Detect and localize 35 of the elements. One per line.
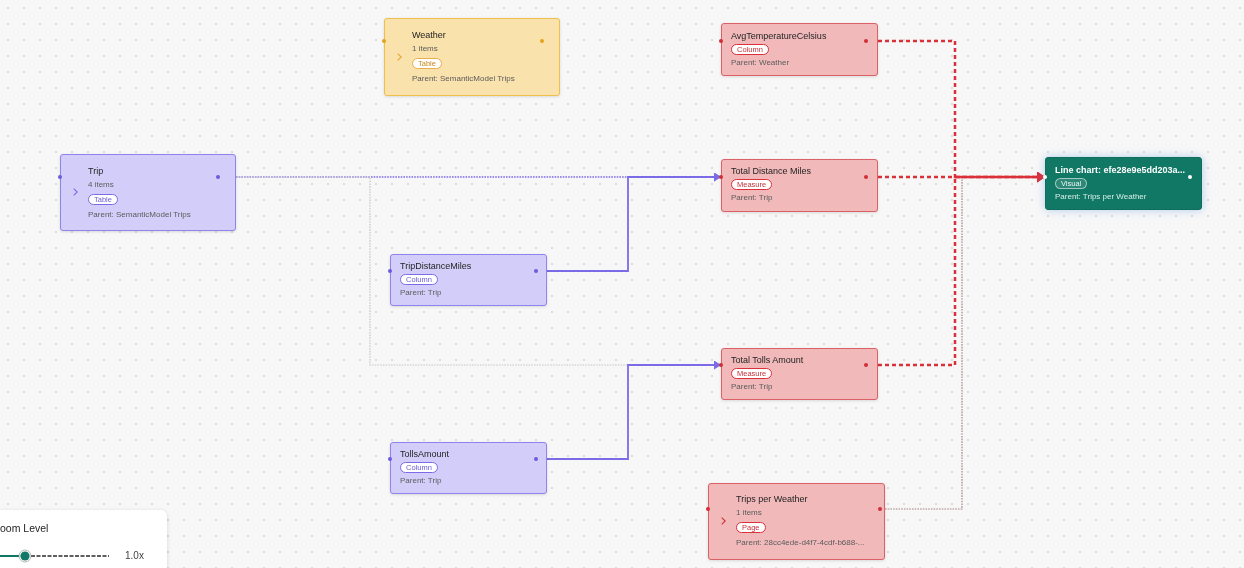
table-card [384,18,560,96]
column-card [390,442,547,494]
item-count: 4 items [88,180,114,190]
lineage-arrow [878,173,1045,367]
page-card [708,483,885,560]
node-title: Total Tolls Amount [731,354,804,366]
node-title: AvgTemperatureCelsius [731,30,827,42]
lineage-arrow [546,173,722,272]
node-title: Trip [88,165,104,177]
node-title: Trips per Weather [736,493,808,505]
parent-label: Parent: Trip [731,193,773,203]
parent-label: Parent: SemanticModel Trips [412,74,515,84]
parent-label: Parent: Trip [400,288,442,298]
node-title: Weather [412,29,446,41]
visual-card [1045,157,1202,210]
parent-label: Parent: Weather [731,58,790,68]
table-card [60,154,236,231]
item-count: 1 items [412,44,438,54]
column-card [721,23,878,76]
parent-label: Parent: Trip [731,382,773,392]
measure-card [721,159,878,212]
measure-card [721,348,878,400]
node-title: TripDistanceMiles [400,260,472,272]
parent-label: Parent: Trip [400,476,442,486]
column-card [390,254,547,306]
panel-title: oom Level [0,522,49,535]
parent-label: Parent: Trips per Weather [1055,192,1147,202]
lineage-arrow [546,361,722,460]
node-title: Total Distance Miles [731,165,812,177]
zoom-value: 1.0x [125,550,144,562]
parent-label: Parent: 28cc4ede-d4f7-4cdf-b688-... [736,538,865,548]
node-title: Line chart: efe28e9e5dd203a... [1055,164,1186,176]
parent-label: Parent: SemanticModel Trips [88,210,191,220]
node-title: TollsAmount [400,448,450,460]
item-count: 1 items [736,508,762,518]
